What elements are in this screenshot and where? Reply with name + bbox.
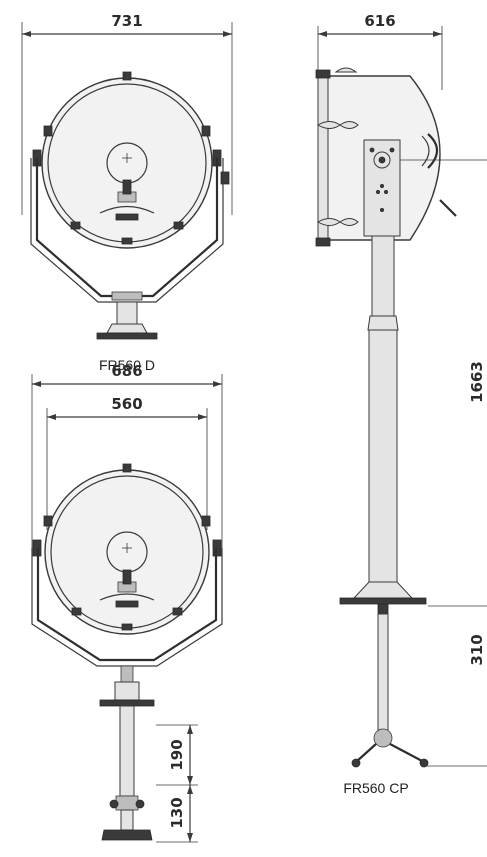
- fr560b-lamp-head: [32, 463, 222, 635]
- fr560d-view: 731: [21, 12, 233, 373]
- fr560d-width-label: 731: [111, 12, 142, 30]
- fr560cp-depth-label: 616: [364, 12, 395, 30]
- fr560d-lamp-head: [32, 71, 230, 249]
- fr560cp-column: [339, 235, 429, 768]
- fr560b-base-dimension: 130: [156, 785, 198, 843]
- fr560b-view: 686 560: [31, 362, 223, 843]
- fr560d-caption: FR560 D: [99, 357, 155, 373]
- fr560b-pedestal: [99, 665, 155, 841]
- fr560b-column-dimension: 190: [156, 724, 198, 786]
- fr560cp-lamp-head: [315, 67, 487, 247]
- fr560b-outer-width-label: 686: [111, 362, 142, 380]
- fr560b-outer-width-dimension: 686: [31, 362, 223, 560]
- fr560cp-base-height-label: 310: [468, 634, 486, 665]
- fr560d-base: [96, 291, 158, 340]
- fr560d-width-dimension: 731: [21, 12, 233, 215]
- fr560cp-height-label: 1663: [468, 361, 486, 403]
- fr560cp-height-dimension: 1663 310: [424, 361, 487, 767]
- fr560cp-view: 616: [315, 12, 487, 796]
- fr560b-base-label: 130: [168, 797, 186, 828]
- fr560b-inner-width-dimension: 560: [46, 395, 208, 530]
- fr560b-inner-width-label: 560: [111, 395, 142, 413]
- fr560b-column-label: 190: [168, 739, 186, 770]
- fr560cp-caption: FR560 CP: [343, 780, 408, 796]
